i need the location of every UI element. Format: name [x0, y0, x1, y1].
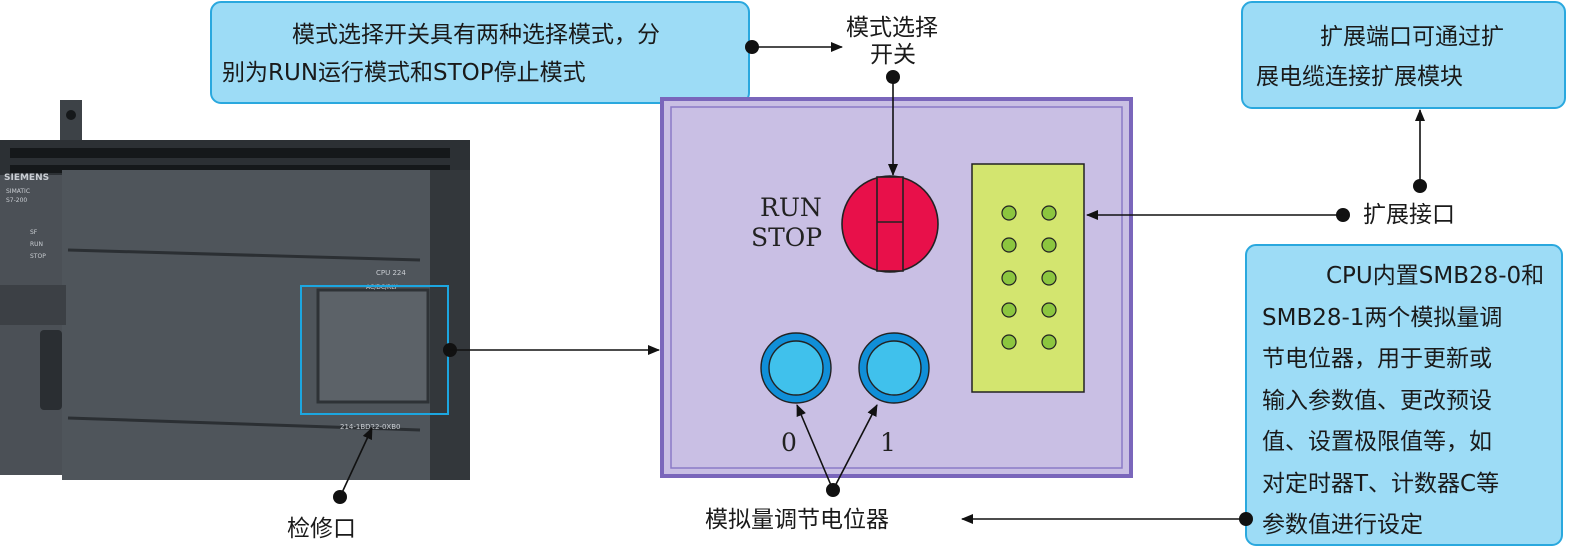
stop-label: STOP — [751, 223, 822, 252]
connector-arrow — [339, 427, 373, 498]
mode-switch — [841, 175, 939, 273]
potentiometer-1 — [858, 332, 930, 404]
plc-model: CPU 224 — [376, 269, 406, 277]
expansion-port — [971, 163, 1085, 393]
callout-line: 节电位器，用于更新或 — [1262, 346, 1492, 372]
callout-line: 值、设置极限值等，如 — [1262, 429, 1492, 455]
plc-series: S7-200 — [6, 197, 27, 204]
mode-switch-label: 开关 — [870, 42, 916, 68]
callout-line: 别为RUN运行模式和STOP停止模式 — [222, 60, 586, 86]
service-port-label: 检修口 — [287, 516, 356, 542]
plc-photo: SIEMENS SIMATIC S7-200 SF RUN STOP CPU 2… — [0, 100, 470, 480]
mode-switch-callout: 模式选择开关具有两种选择模式，分 别为RUN运行模式和STOP停止模式 — [210, 1, 750, 104]
pot-0-label: 0 — [781, 428, 797, 457]
connector-arrow — [832, 404, 878, 491]
callout-line: 对定时器T、计数器C等 — [1262, 471, 1499, 497]
callout-line: 模式选择开关具有两种选择模式，分 — [292, 22, 660, 48]
plc-type: AC/DC/RLY — [366, 284, 398, 291]
plc-led-label: STOP — [30, 253, 46, 260]
plc-led-label: SF — [30, 229, 38, 236]
potentiometer-callout: CPU内置SMB28-0和 SMB28-1两个模拟量调 节电位器，用于更新或 输… — [1245, 244, 1563, 546]
potentiometer-0 — [760, 332, 832, 404]
plc-part-no: 214-1BD22-0XB0 — [340, 423, 400, 431]
potentiometer-label: 模拟量调节电位器 — [705, 507, 889, 533]
connector-arrow — [796, 404, 834, 491]
callout-line: 参数值进行设定 — [1262, 512, 1423, 538]
run-label: RUN — [760, 193, 822, 222]
mode-switch-label: 模式选择 — [846, 15, 938, 41]
pot-1-label: 1 — [880, 428, 896, 457]
callout-line: SMB28-1两个模拟量调 — [1262, 305, 1502, 331]
plc-led-label: RUN — [30, 241, 43, 248]
callout-line: 展电缆连接扩展模块 — [1256, 64, 1463, 90]
plc-series: SIMATIC — [6, 188, 30, 195]
expansion-callout: 扩展端口可通过扩 展电缆连接扩展模块 — [1241, 1, 1566, 109]
callout-line: 输入参数值、更改预设 — [1262, 388, 1492, 414]
plc-brand: SIEMENS — [4, 173, 49, 183]
callout-line: 扩展端口可通过扩 — [1320, 24, 1504, 50]
expansion-port-label: 扩展接口 — [1363, 202, 1455, 228]
callout-line: CPU内置SMB28-0和 — [1326, 263, 1544, 289]
